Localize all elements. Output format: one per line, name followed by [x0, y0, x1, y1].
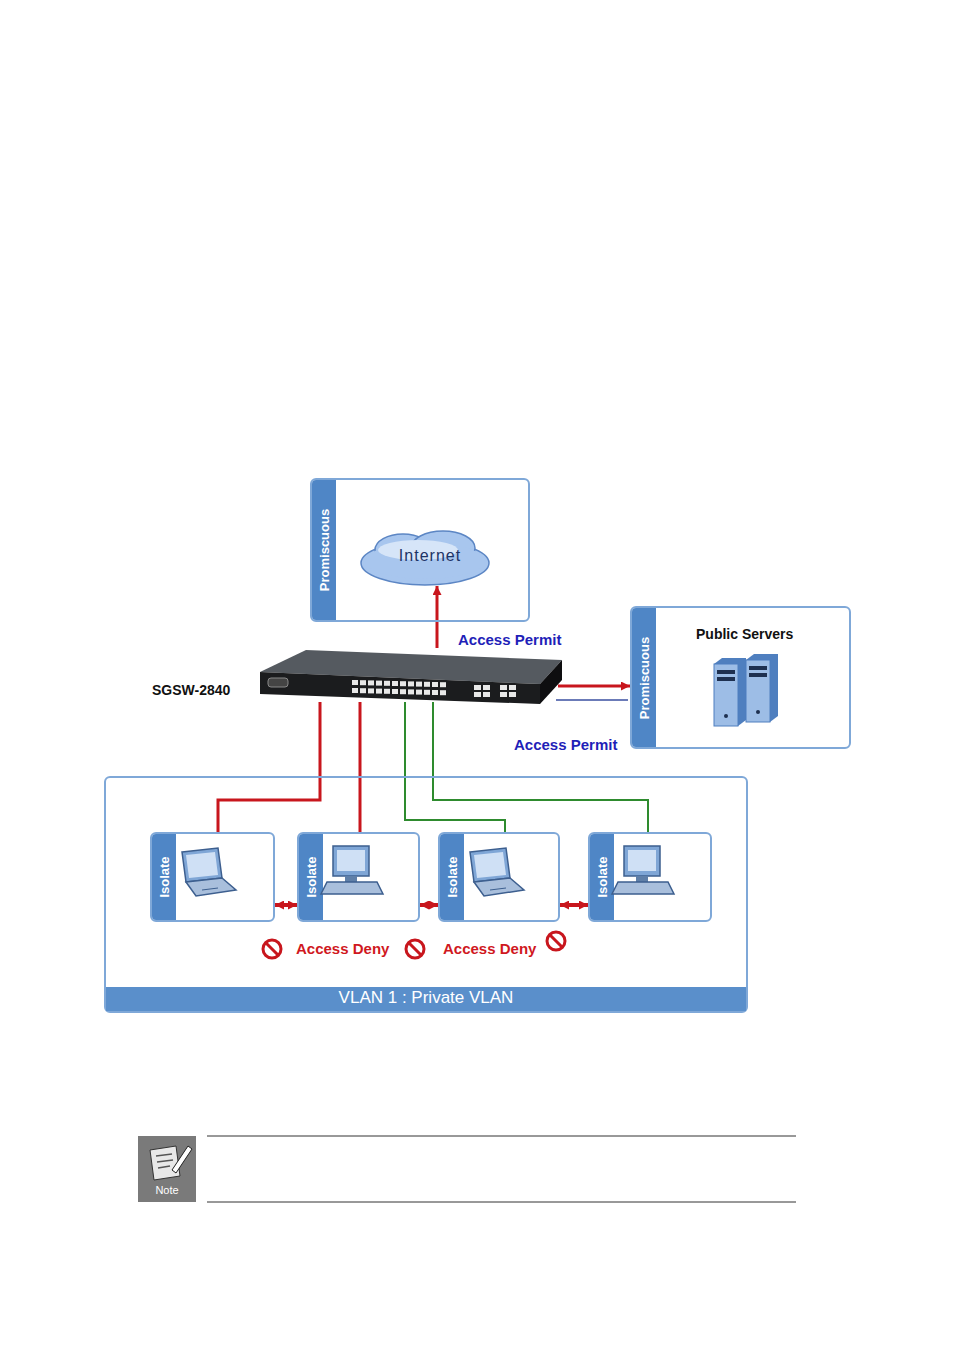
zone-label: Isolate	[304, 856, 319, 897]
zone-label: Isolate	[445, 856, 460, 897]
isolate-port: Isolate	[150, 832, 275, 922]
vlan-zone: Isolate Isolate Isolate IsolateVLAN 1 : Pri…	[104, 776, 748, 1013]
port-link	[359, 702, 362, 832]
isolate-port: Isolate	[438, 832, 560, 922]
zone-label: Isolate	[157, 856, 172, 897]
uplink-wire	[556, 699, 628, 701]
device-label: SGSW-2840	[152, 682, 230, 698]
deny-label: Access Deny	[443, 940, 536, 957]
access-arrow	[560, 903, 588, 907]
deny-label: Access Deny	[296, 940, 389, 957]
note-icon	[138, 1136, 196, 1202]
access-arrow	[558, 685, 630, 688]
deny-symbol	[263, 932, 565, 958]
isolate-port: Isolate	[297, 832, 420, 922]
access-arrow	[436, 586, 439, 648]
zone-heading: Public Servers	[696, 626, 793, 642]
switch-device: SGSW-2840	[258, 648, 562, 706]
note-label: Note	[138, 1184, 196, 1196]
port-link	[405, 702, 505, 832]
band-label: VLAN 1 : Private VLAN	[106, 988, 746, 1008]
port-link	[433, 702, 648, 832]
internet-cloud: Internet	[358, 528, 502, 588]
promiscuous-zone: Promiscuous Public Servers	[630, 606, 851, 749]
zone-label: Promiscuous	[637, 636, 652, 718]
edge-label: Access Permit	[514, 736, 617, 753]
edge-label: Access Permit	[458, 631, 561, 648]
access-arrow	[275, 903, 297, 907]
zone-label: Isolate	[595, 856, 610, 897]
note-rule	[207, 1202, 796, 1203]
isolate-port: Isolate	[588, 832, 712, 922]
note-rule	[207, 1136, 796, 1137]
promiscuous-zone: Internet Promiscuous	[310, 478, 530, 622]
zone-label: Promiscuous	[317, 509, 332, 591]
port-link	[218, 702, 320, 832]
cloud-label: Internet	[358, 547, 502, 565]
access-arrow	[420, 903, 438, 907]
switch-illustration	[258, 648, 562, 706]
